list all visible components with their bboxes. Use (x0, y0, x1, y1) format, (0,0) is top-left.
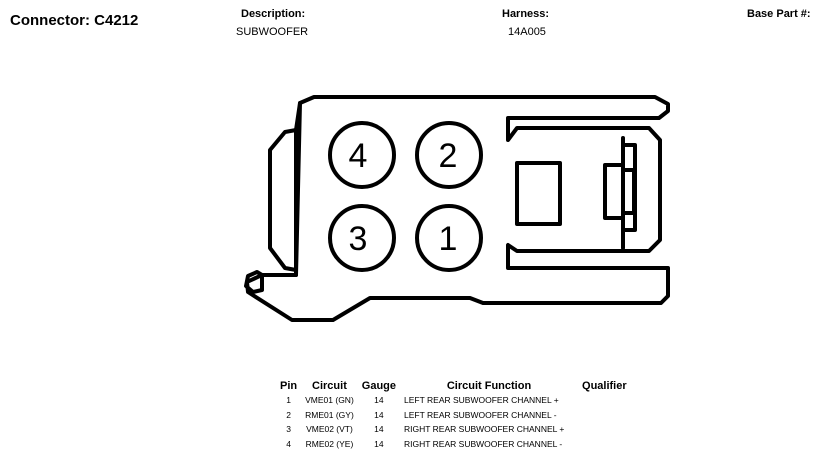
pin-table: Pin Circuit Gauge Circuit Function Quali… (276, 378, 631, 451)
description-label: Description: (241, 8, 306, 20)
pin-4-cavity (328, 121, 396, 189)
header-pin: Pin (280, 379, 298, 392)
harness-label: Harness: (502, 8, 550, 20)
circuit-cell: RME01 (GY) (305, 409, 354, 420)
header-circuit: Circuit (312, 379, 347, 392)
harness-value: 14A005 (508, 26, 546, 38)
header-qualifier: Qualifier (582, 379, 627, 392)
right-latch-tab (603, 163, 625, 220)
table-row: 2 RME01 (GY) 14 LEFT REAR SUBWOOFER CHAN… (276, 408, 631, 423)
connector-housing-outline (245, 95, 670, 322)
circuit-cell: VME01 (GN) (305, 395, 354, 406)
qualifier-cell (578, 393, 631, 408)
gauge-cell: 14 (374, 409, 384, 420)
description-value: SUBWOOFER (236, 26, 309, 38)
gauge-cell: 14 (374, 438, 384, 449)
function-cell: LEFT REAR SUBWOOFER CHANNEL + (404, 395, 559, 406)
gauge-cell: 14 (374, 395, 384, 406)
pin-cell: 1 (286, 395, 291, 406)
table-header-row: Pin Circuit Gauge Circuit Function Quali… (276, 378, 631, 393)
housing-left-flap (268, 128, 298, 272)
pin-2-cavity (415, 121, 483, 189)
right-latch-small (621, 168, 636, 215)
pin-4-label: 4 (349, 137, 368, 175)
key-slot (515, 161, 562, 226)
function-cell: RIGHT REAR SUBWOOFER CHANNEL + (404, 424, 565, 435)
pin-1-label: 1 (439, 220, 458, 258)
function-cell: RIGHT REAR SUBWOOFER CHANNEL - (404, 438, 563, 449)
pin-3-cavity (328, 204, 396, 272)
pin-cell: 2 (286, 409, 291, 420)
table-row: 4 RME02 (YE) 14 RIGHT REAR SUBWOOFER CHA… (276, 437, 631, 452)
connector-title: Connector: C4212 (10, 12, 139, 29)
circuit-cell: VME02 (VT) (306, 424, 353, 435)
table-row: 1 VME01 (GN) 14 LEFT REAR SUBWOOFER CHAN… (276, 393, 631, 408)
function-cell: LEFT REAR SUBWOOFER CHANNEL - (404, 409, 557, 420)
housing-hook (244, 270, 264, 294)
qualifier-cell (578, 422, 631, 437)
circuit-cell: RME02 (YE) (305, 438, 354, 449)
table-row: 3 VME02 (VT) 14 RIGHT REAR SUBWOOFER CHA… (276, 422, 631, 437)
pin-3-label: 3 (349, 220, 368, 258)
pin-1-cavity (415, 204, 483, 272)
qualifier-cell (578, 437, 631, 452)
header-circuit-function: Circuit Function (446, 379, 532, 392)
pin-cell: 3 (286, 424, 291, 435)
pin-2-label: 2 (439, 137, 458, 175)
pin-cell: 4 (286, 438, 291, 449)
header-gauge: Gauge (361, 379, 397, 392)
gauge-cell: 14 (374, 424, 384, 435)
base-part-label: Base Part #: (747, 8, 811, 20)
qualifier-cell (578, 408, 631, 423)
